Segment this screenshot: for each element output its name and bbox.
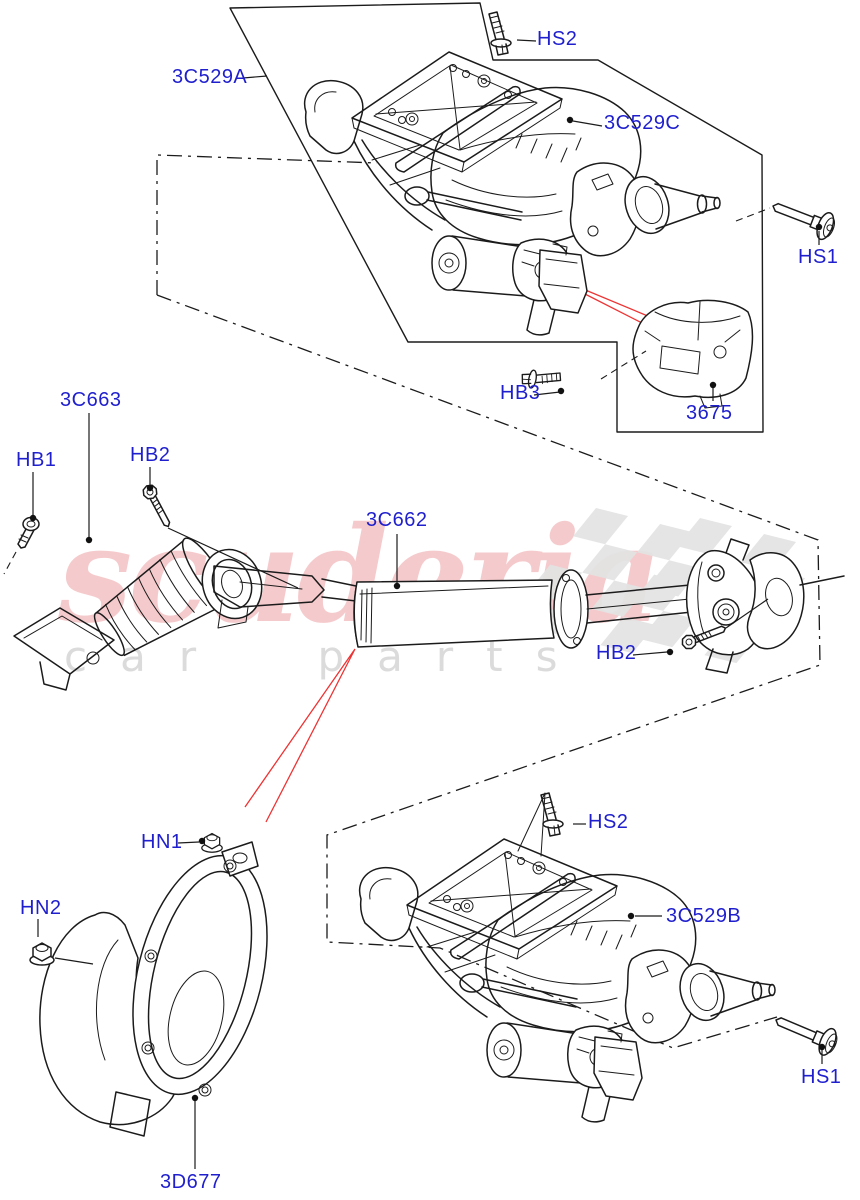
part-label-HB2-right[interactable]: HB2: [596, 642, 637, 664]
part-label-HB3[interactable]: HB3: [500, 382, 541, 404]
intermediate-shaft-art: [3, 481, 845, 691]
hb2-left-bolt-shape: [139, 481, 176, 531]
part-label-3C529A[interactable]: 3C529A: [172, 66, 248, 88]
part-label-3C663[interactable]: 3C663: [60, 389, 122, 411]
part-label-HS1-upper[interactable]: HS1: [798, 246, 839, 268]
hn2-nut-shape: [29, 942, 55, 966]
hn1-nut-shape: [201, 832, 223, 853]
callout-lines: [244, 288, 656, 823]
part-label-HN2[interactable]: HN2: [20, 897, 62, 919]
lower-steering-column-art: [358, 792, 842, 1123]
lock-housing-bracket-art: [519, 299, 754, 409]
part-label-3C529C[interactable]: 3C529C: [604, 112, 681, 134]
hb1-bolt-shape: [3, 516, 40, 575]
part-label-3C529B[interactable]: 3C529B: [666, 905, 742, 927]
part-label-HB2-left[interactable]: HB2: [130, 444, 171, 466]
part-label-3D677[interactable]: 3D677: [160, 1171, 222, 1193]
part-label-HS1-lower[interactable]: HS1: [801, 1066, 842, 1088]
part-label-HS2-lower[interactable]: HS2: [588, 811, 629, 833]
part-label-HN1[interactable]: HN1: [141, 831, 183, 853]
part-label-3C662[interactable]: 3C662: [366, 509, 428, 531]
dash-seal-art: [29, 832, 268, 1137]
leader-dots: [29, 116, 826, 1102]
leader-lines: [32, 39, 823, 1169]
part-label-HB1[interactable]: HB1: [16, 449, 57, 471]
part-label-3675[interactable]: 3675: [686, 402, 733, 424]
part-label-HS2-upper[interactable]: HS2: [537, 28, 578, 50]
